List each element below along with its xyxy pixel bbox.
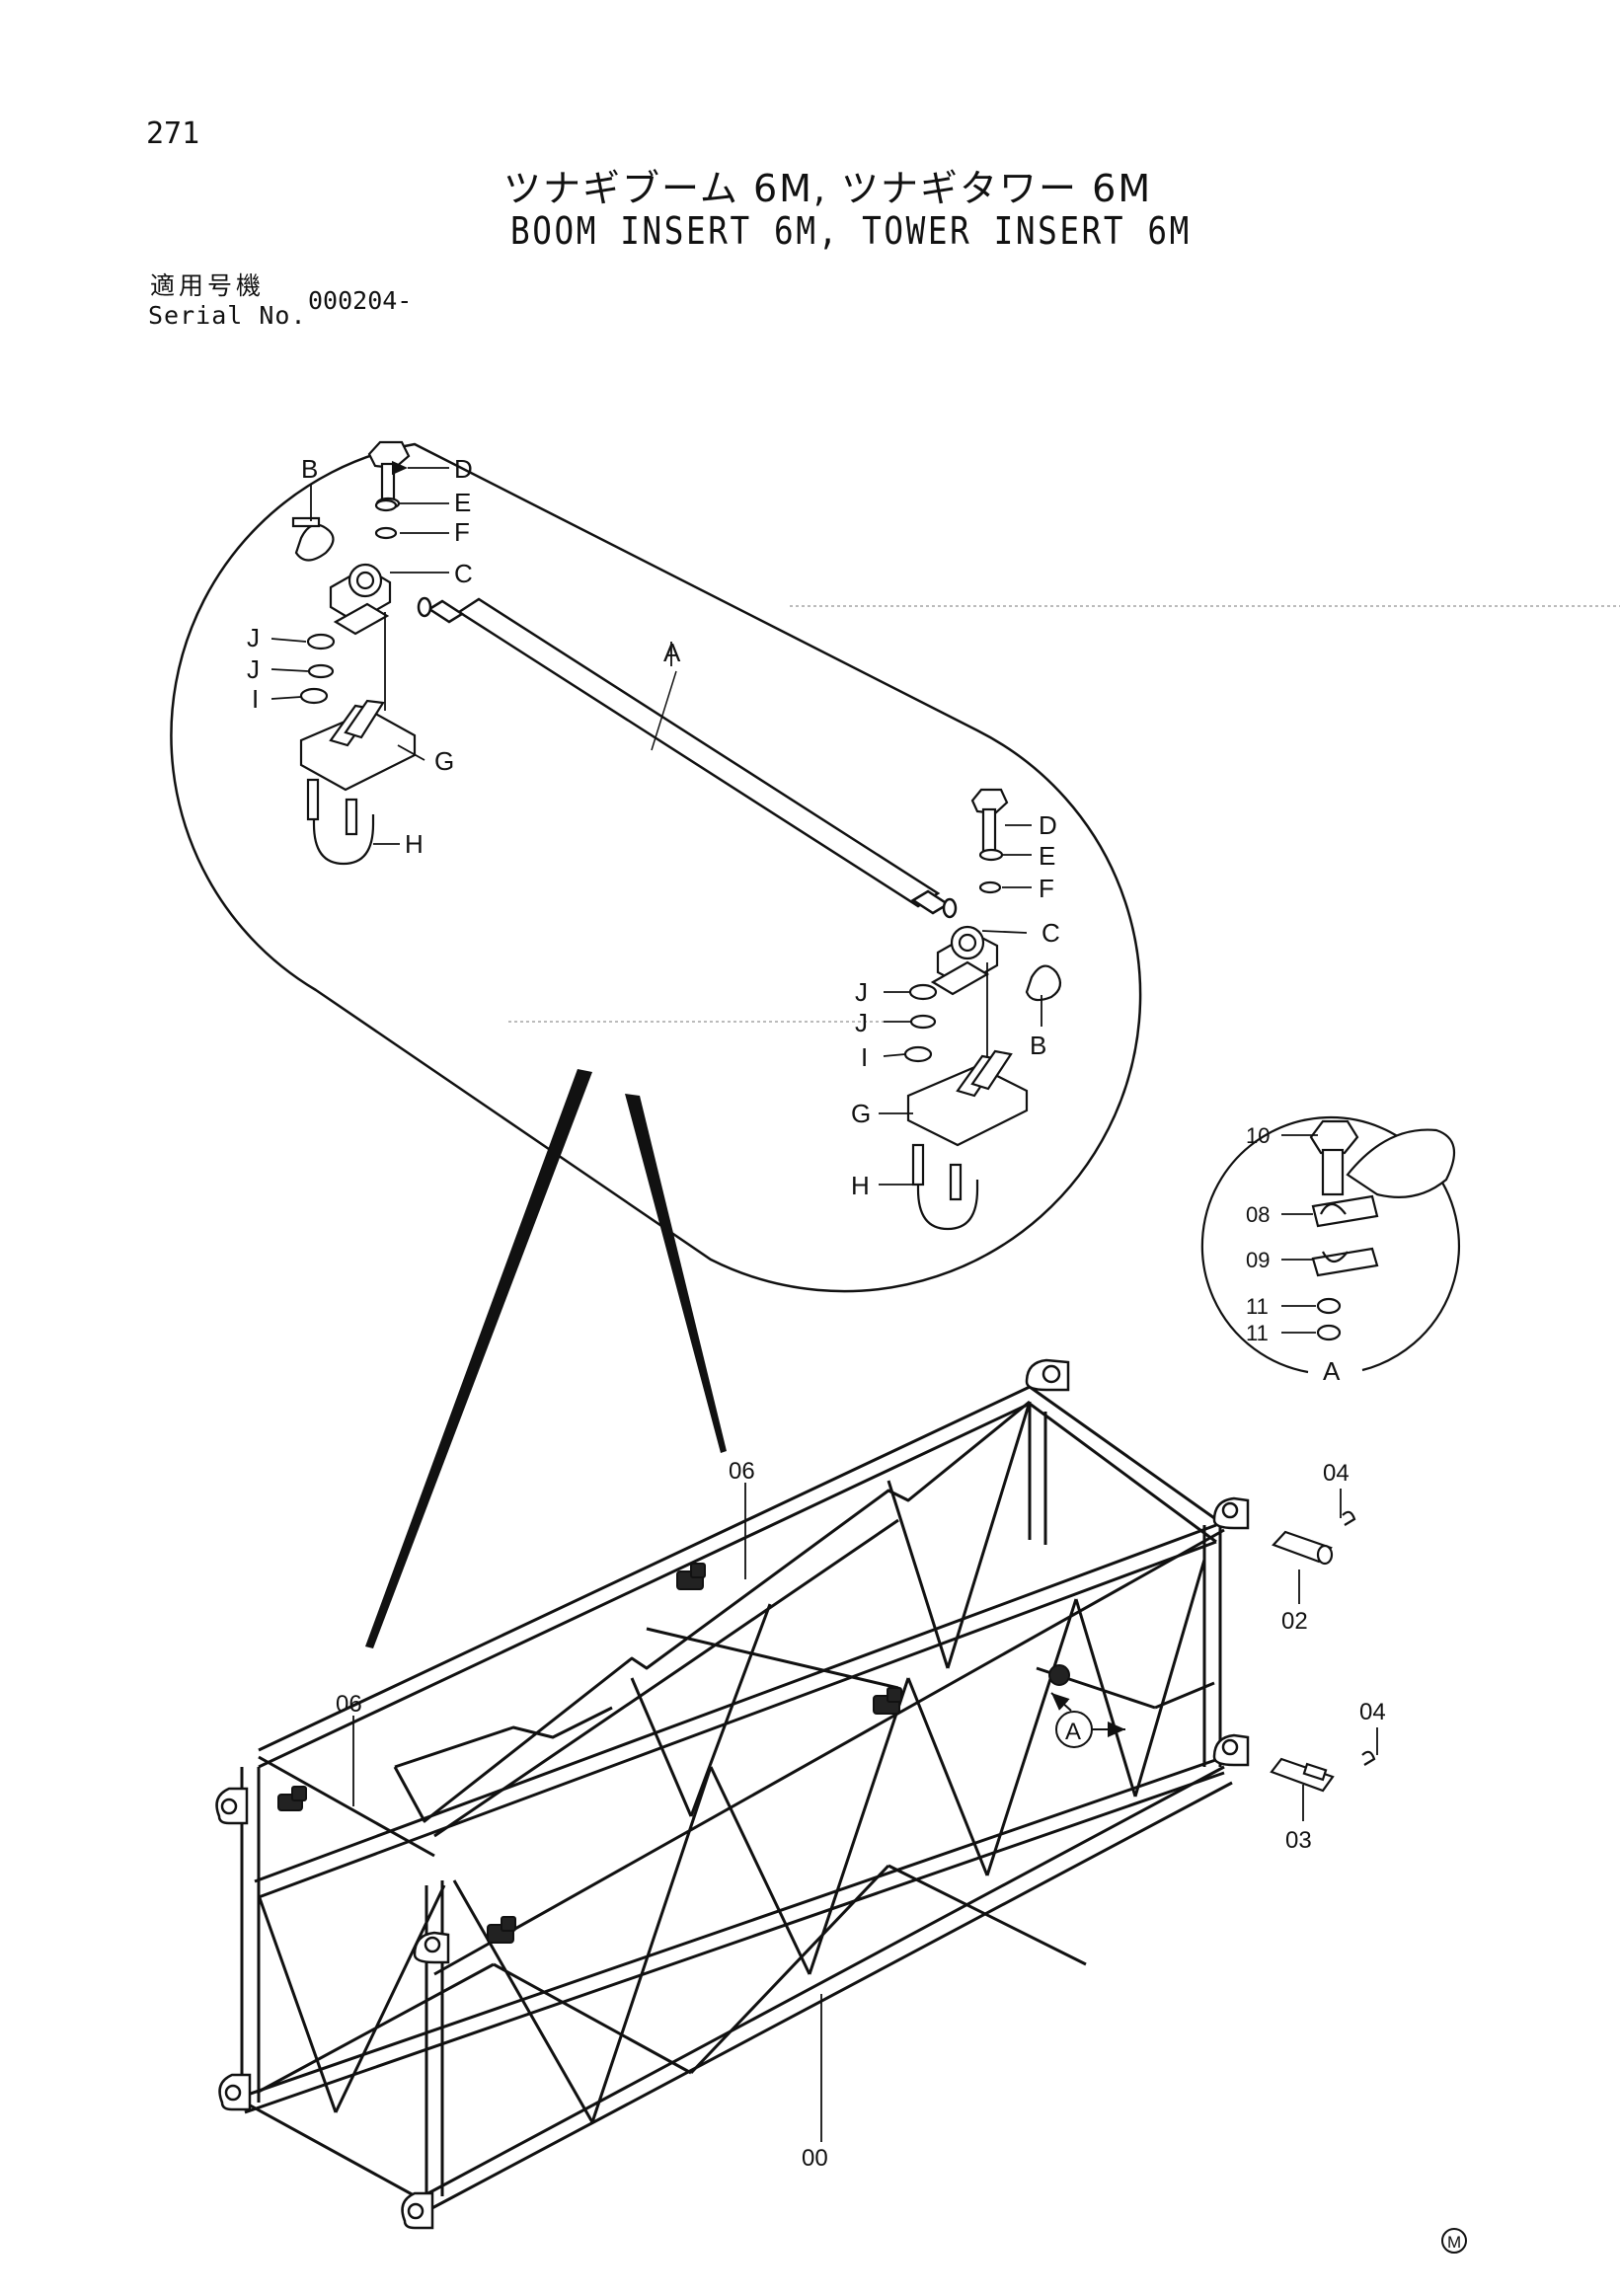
view-A-detail	[1200, 1115, 1460, 1374]
label-06-lower: 06	[336, 1691, 362, 1718]
dotted-guide-lines	[508, 605, 1620, 1023]
label-C-upper: C	[454, 559, 473, 588]
label-G-upper: G	[434, 746, 454, 776]
pin-clamps	[277, 1563, 1070, 1944]
label-D-lower: D	[1039, 810, 1057, 840]
circled-m-letter: M	[1447, 2233, 1461, 2252]
label-J-lower-1: J	[855, 977, 868, 1007]
page-number: 271	[146, 116, 200, 151]
label-F-lower: F	[1039, 874, 1054, 903]
detail-bubble	[170, 442, 1142, 1293]
serial-label-japanese: 適用号機	[150, 271, 266, 300]
label-G-lower: G	[851, 1099, 871, 1128]
lower-right-fittings	[903, 788, 1062, 1231]
detail-leader-wedges	[365, 1069, 727, 1648]
upper-left-fittings	[291, 440, 417, 866]
label-00: 00	[802, 2145, 828, 2172]
label-I-upper: I	[252, 684, 259, 714]
label-03: 03	[1285, 1827, 1312, 1854]
page-title-japanese: ツナギブーム 6M, ツナギタワー 6M	[503, 167, 1153, 210]
label-E-upper: E	[454, 488, 471, 517]
loose-pins	[1270, 1510, 1376, 1793]
boom-pin-A	[417, 596, 958, 919]
label-F-upper: F	[454, 517, 470, 547]
detail-leader-lines	[270, 460, 1042, 1186]
view-A-callout-label: A	[1065, 1719, 1081, 1745]
label-10: 10	[1246, 1123, 1270, 1148]
serial-number-value: 000204-	[308, 286, 413, 315]
view-A-leaders	[1281, 1134, 1318, 1334]
label-I-lower: I	[861, 1042, 868, 1072]
label-D-upper: D	[454, 454, 473, 484]
label-02: 02	[1281, 1608, 1308, 1635]
frame-end-lugs	[215, 1358, 1250, 2230]
label-J-upper-2: J	[247, 654, 260, 684]
lattice-frame	[240, 1385, 1233, 2213]
view-A-title: A	[1323, 1356, 1341, 1386]
page-title-english: BOOM INSERT 6M, TOWER INSERT 6M	[510, 209, 1192, 253]
part-leader-lines	[352, 1483, 1378, 2142]
label-04-lower: 04	[1359, 1699, 1386, 1725]
serial-label-english: Serial No.	[148, 301, 307, 330]
label-H-lower: H	[851, 1171, 870, 1200]
detail-labels: A B C D E F G H I J J B C D E F G H I J …	[247, 454, 1060, 1200]
view-A-callout-arrows	[1050, 1692, 1125, 1737]
label-H-upper: H	[405, 829, 424, 859]
label-A: A	[663, 638, 681, 667]
label-C-lower: C	[1041, 918, 1060, 948]
label-04-upper: 04	[1323, 1460, 1350, 1487]
view-A-labels: 10 08 09 11 11 A	[1246, 1123, 1341, 1386]
label-B-lower: B	[1030, 1031, 1046, 1060]
label-08: 08	[1246, 1202, 1270, 1227]
label-06-upper: 06	[729, 1458, 755, 1485]
label-11-a: 11	[1246, 1294, 1269, 1319]
label-B-upper: B	[301, 454, 318, 484]
label-09: 09	[1246, 1248, 1270, 1272]
circled-m-mark: M	[1441, 2228, 1467, 2254]
label-E-lower: E	[1039, 841, 1055, 871]
label-11-b: 11	[1246, 1321, 1269, 1345]
label-J-upper-1: J	[247, 623, 260, 652]
label-J-lower-2: J	[855, 1008, 868, 1037]
part-labels: 06 06 00 02 03 04 04	[336, 1458, 1386, 2172]
